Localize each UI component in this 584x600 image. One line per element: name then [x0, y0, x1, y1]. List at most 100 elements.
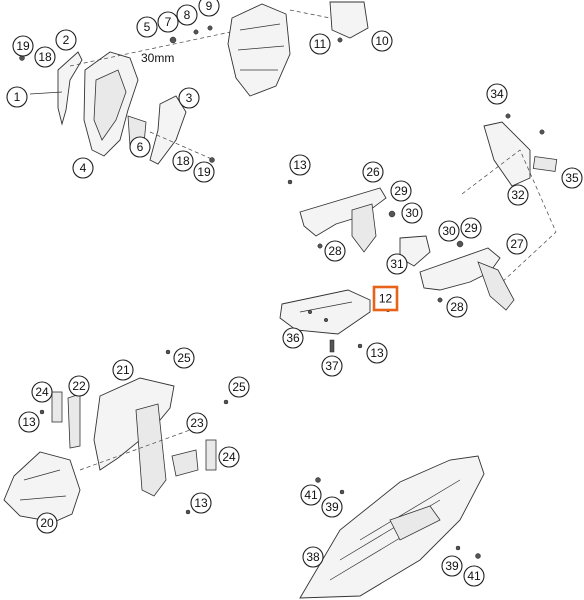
leader-plate: [461, 149, 557, 285]
svg-text:11: 11: [314, 37, 327, 51]
nut-13d: [185, 509, 191, 515]
screw-39b: [455, 545, 461, 551]
callout-37: 37: [321, 355, 343, 377]
callout-21: 21: [112, 359, 134, 381]
callout-13d: 13: [190, 492, 212, 514]
fender-pocket: [389, 505, 441, 541]
svg-text:29: 29: [394, 184, 408, 198]
svg-text:41: 41: [304, 488, 318, 502]
fork-guard: [135, 403, 167, 497]
callout-3: 3: [178, 87, 200, 109]
svg-text:30: 30: [442, 224, 456, 238]
svg-text:37: 37: [325, 359, 339, 373]
callout-6: 6: [129, 136, 151, 158]
callout-41a: 41: [300, 484, 322, 506]
leader-fender: [79, 429, 191, 471]
nut-41b: [475, 553, 481, 559]
spacing-note: 30mm: [141, 51, 174, 65]
callout-29b: 29: [460, 217, 482, 239]
callout-34: 34: [486, 83, 508, 105]
bracket-27-arm: [477, 261, 515, 311]
callout-20: 20: [36, 512, 58, 534]
callout-13a: 13: [289, 154, 311, 176]
svg-text:36: 36: [286, 331, 300, 345]
front-fender-group: [3, 349, 229, 523]
callout-24b: 24: [218, 446, 240, 468]
svg-text:13: 13: [370, 346, 384, 360]
svg-text:28: 28: [450, 300, 464, 314]
callout-10: 10: [371, 30, 393, 52]
svg-text:18: 18: [176, 154, 190, 168]
screw-a: [307, 309, 313, 315]
svg-text:12: 12: [379, 292, 393, 306]
screw-11: [337, 37, 343, 43]
headlight-mask-group: 30mm: [19, 25, 241, 165]
cover-36: [279, 289, 371, 335]
screw-25a: [165, 349, 171, 355]
rear-bracket-group: [287, 179, 515, 311]
screw-b: [323, 317, 329, 323]
leader-lens: [289, 9, 331, 19]
screw-34b: [539, 129, 545, 135]
svg-text:35: 35: [565, 171, 579, 185]
screw-1: [29, 91, 63, 95]
nut-28b: [437, 297, 443, 303]
nut-41a: [315, 477, 321, 483]
screw-13b: [357, 343, 363, 349]
bush-29b: [456, 240, 464, 248]
callout-19: 19: [12, 35, 34, 57]
callout-7: 7: [157, 11, 179, 33]
nut-28a: [317, 243, 323, 249]
nut-19b: [209, 157, 215, 163]
nut-7: [193, 29, 199, 35]
callout-28a: 28: [324, 240, 346, 262]
svg-text:3: 3: [186, 91, 193, 105]
svg-text:32: 32: [511, 188, 525, 202]
callout-11: 11: [309, 33, 331, 55]
svg-text:20: 20: [40, 516, 54, 530]
callout-13b: 13: [366, 342, 388, 364]
callout-27: 27: [506, 233, 528, 255]
screw-39a: [339, 489, 345, 495]
plate-lamp: [532, 156, 558, 172]
svg-text:19: 19: [197, 165, 211, 179]
callout-38: 38: [302, 546, 324, 568]
callout-22: 22: [68, 375, 90, 397]
callout-23: 23: [186, 412, 208, 434]
callout-18: 18: [34, 46, 56, 68]
svg-text:19: 19: [16, 39, 30, 53]
rear-fender-group: [299, 455, 485, 599]
svg-text:13: 13: [22, 415, 36, 429]
svg-text:31: 31: [390, 257, 404, 271]
svg-text:29: 29: [464, 221, 478, 235]
callout-31: 31: [386, 253, 408, 275]
svg-text:13: 13: [194, 496, 208, 510]
plate-holder-group: [461, 113, 558, 285]
bracket-22: [67, 393, 81, 449]
bracket-26: [299, 187, 387, 237]
svg-text:21: 21: [116, 363, 130, 377]
callout-28b: 28: [446, 296, 468, 318]
svg-text:18: 18: [38, 50, 52, 64]
leader-right: [149, 131, 215, 161]
svg-text:38: 38: [306, 550, 320, 564]
side-trim-left: [57, 51, 83, 126]
callout-35: 35: [561, 167, 583, 189]
bush-29a: [388, 210, 396, 218]
callout-24a: 24: [31, 381, 53, 403]
callout-36: 36: [282, 327, 304, 349]
svg-text:25: 25: [177, 351, 191, 365]
callout-1: 1: [6, 86, 28, 108]
cover-edge: [299, 301, 353, 313]
lens-lines: [237, 23, 285, 71]
svg-text:41: 41: [467, 569, 481, 583]
headlight-lens: [227, 3, 291, 97]
rear-fender-38: [299, 455, 485, 599]
headlight-lens-group: [227, 1, 369, 97]
callout-18b: 18: [172, 150, 194, 172]
screw-13a: [287, 179, 293, 185]
svg-text:8: 8: [184, 8, 191, 22]
svg-text:27: 27: [510, 237, 524, 251]
callout-19b: 19: [193, 161, 215, 183]
